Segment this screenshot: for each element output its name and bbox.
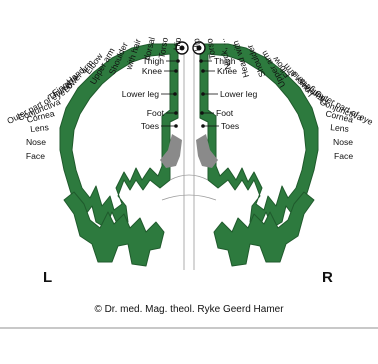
right-hip-label: Hip [191,38,203,52]
copyright-text: © Dr. med. Mag. theol. Ryke Geerd Hamer [94,304,284,315]
right-nose-label: Nose [333,137,353,147]
left-knee-label: Knee [142,66,162,76]
left-temporal-cortex [64,192,164,266]
right-toes-label: Toes [221,121,239,131]
right-foot-label: Foot [216,108,234,118]
right-side-label: R [322,269,333,286]
left-torso-label: Torso [156,36,170,59]
right-temporal-cortex [214,192,314,266]
midline-falx [184,44,194,270]
right-face-label: Face [334,151,353,161]
left-foot-label: Foot [147,108,165,118]
right-lens-label: Lens [330,122,350,134]
left-toes-label: Toes [141,121,159,131]
left-side-label: L [43,269,52,286]
right-lower-leg-label: Lower leg [220,89,257,99]
left-lower-leg-label: Lower leg [122,89,159,99]
left-face-label: Face [26,151,45,161]
left-lens-label: Lens [30,122,50,134]
left-nose-label: Nose [26,137,46,147]
left-hip-label: Hip [171,37,183,51]
